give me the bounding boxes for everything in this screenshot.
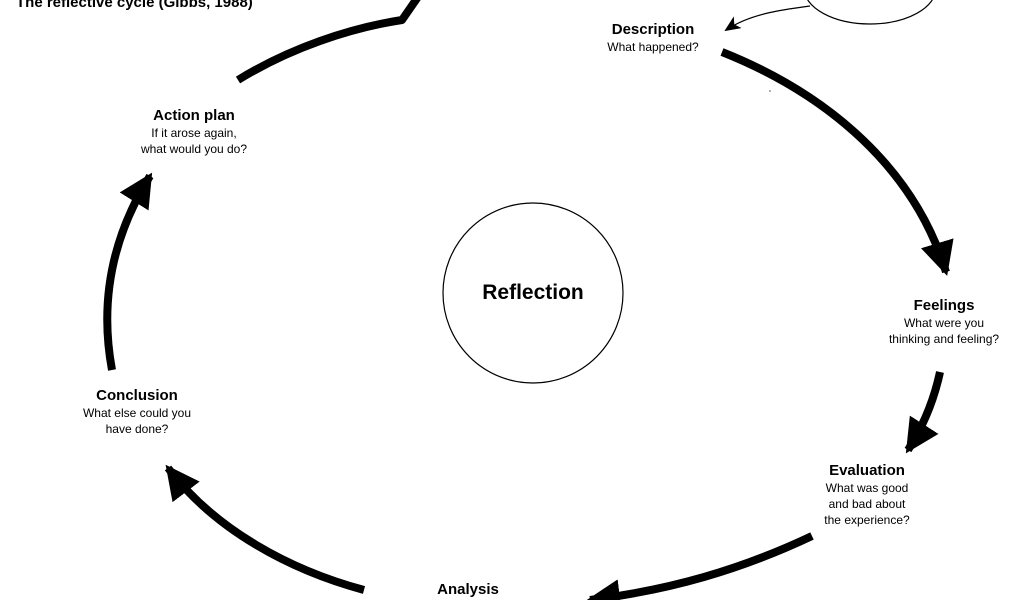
arrow-action-plan-to-description — [235, 0, 421, 84]
stage-evaluation: Evaluation What was good and bad about t… — [787, 462, 947, 528]
stage-title: Description — [611, 21, 695, 38]
bubble-connector-arrow — [724, 5, 811, 32]
stage-title: Analysis — [437, 581, 499, 598]
stage-prompt: What happened? — [607, 40, 699, 54]
stray-dot — [769, 90, 771, 92]
reflection-label: Reflection — [482, 281, 584, 304]
stage-conclusion: Conclusion What else could you have done… — [57, 387, 217, 437]
stage-title: Feelings — [913, 297, 975, 314]
arrow-evaluation-to-analysis — [586, 532, 814, 600]
page-title: The reflective cycle (Gibbs, 1988) — [16, 0, 253, 11]
stage-feelings: Feelings What were you thinking and feel… — [864, 297, 1024, 347]
stage-title: Conclusion — [96, 387, 178, 404]
reflection-circle — [442, 202, 624, 384]
stage-prompt: If it arose again, — [151, 126, 237, 140]
arrow-analysis-to-conclusion — [164, 464, 366, 594]
stage-title: Evaluation — [829, 462, 905, 479]
stage-action-plan: Action plan If it arose again, what woul… — [114, 107, 274, 157]
stage-prompt: the experience? — [824, 513, 910, 527]
stage-description: Description What happened? — [573, 21, 733, 55]
stage-prompt: What was good — [825, 481, 909, 495]
stage-prompt: What else could you — [82, 406, 192, 420]
arrow-description-to-feelings — [720, 48, 954, 276]
arrow-conclusion-to-action-plan — [103, 172, 154, 371]
speech-bubble-shape — [807, 0, 933, 25]
arrow-feelings-to-evaluation — [904, 371, 944, 454]
stage-prompt: thinking and feeling? — [888, 332, 1000, 346]
stage-analysis: Analysis — [388, 581, 548, 599]
stage-prompt: what would you do? — [140, 142, 248, 156]
stage-prompt: have done? — [105, 422, 169, 436]
stage-title: Action plan — [153, 107, 235, 124]
stage-prompt: What were you — [903, 316, 985, 330]
stage-prompt: and bad about — [828, 497, 906, 511]
